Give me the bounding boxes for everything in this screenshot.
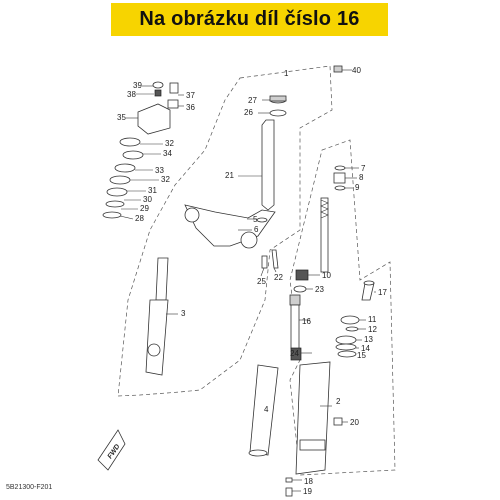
callout-17: 17 <box>378 288 387 297</box>
callout-26: 26 <box>244 108 253 117</box>
callout-37: 37 <box>186 91 195 100</box>
washer-14 <box>335 343 357 351</box>
steering-stem-21 <box>238 119 275 211</box>
callout-7: 7 <box>361 164 366 173</box>
callout-21: 21 <box>225 171 234 180</box>
bolt-5 <box>247 217 268 223</box>
callout-28: 28 <box>135 214 144 223</box>
callout-35: 35 <box>117 113 126 122</box>
callout-30: 30 <box>143 195 152 204</box>
assembly-outline <box>117 65 333 397</box>
callout-14: 14 <box>361 344 370 353</box>
callout-11: 11 <box>368 315 377 324</box>
callout-19: 19 <box>303 487 312 496</box>
callout-24: 24 <box>290 349 299 358</box>
callout-6: 6 <box>254 225 259 234</box>
callout-23: 23 <box>315 285 324 294</box>
under-bracket-6 <box>184 204 276 249</box>
callout-32-upper: 32 <box>165 139 174 148</box>
callout-29: 29 <box>140 204 149 213</box>
handlebar-stack <box>102 81 179 219</box>
callout-34: 34 <box>163 149 172 158</box>
gasket-19 <box>285 487 293 497</box>
callout-3: 3 <box>181 309 186 318</box>
washer-23 <box>293 285 307 293</box>
callout-1: 1 <box>284 69 289 78</box>
o-ring-9 <box>334 185 346 191</box>
spring-10 <box>295 269 309 281</box>
callout-12: 12 <box>368 325 377 334</box>
cap-bolt-8 <box>333 172 346 184</box>
bearing-race-27 <box>262 95 287 104</box>
page-title: Na obrázku díl číslo 16 <box>139 8 360 30</box>
callout-18: 18 <box>304 477 313 486</box>
callout-33: 33 <box>155 166 164 175</box>
callout-40: 40 <box>352 66 361 75</box>
callout-36: 36 <box>186 103 195 112</box>
fork-spring-upper <box>320 197 329 273</box>
bushing-15 <box>337 350 357 358</box>
callout-38: 38 <box>127 90 136 99</box>
fork-tube-3 <box>145 257 178 376</box>
callout-22: 22 <box>274 273 283 282</box>
dust-seal-11 <box>340 315 360 325</box>
callout-5: 5 <box>253 215 258 224</box>
clip-12 <box>345 326 359 332</box>
callout-27: 27 <box>248 96 257 105</box>
pinch-bolt-22 <box>271 249 279 269</box>
fwd-direction-icon: FWD <box>97 429 126 471</box>
drain-bolt-18 <box>285 477 293 483</box>
outer-tube-2 <box>295 361 332 475</box>
bolt-20 <box>333 417 343 426</box>
callout-25: 25 <box>257 277 266 286</box>
callout-4: 4 <box>264 405 269 414</box>
title-banner: Na obrázku díl číslo 16 <box>111 3 388 36</box>
callout-2: 2 <box>336 397 341 406</box>
callout-10: 10 <box>322 271 331 280</box>
callout-16: 16 <box>302 317 311 326</box>
clamp-bolt-25 <box>261 255 268 269</box>
inner-tube-4 <box>248 364 279 457</box>
rebound-spring-24 <box>290 347 312 361</box>
callout-39: 39 <box>133 81 142 90</box>
diagram-code: 5B21300-F201 <box>6 484 53 491</box>
callout-9: 9 <box>355 183 360 192</box>
cap-bolt-7 <box>334 165 346 171</box>
oil-seal-13 <box>335 335 357 345</box>
callout-32-lower: 32 <box>161 175 170 184</box>
bolt-40 <box>333 65 352 73</box>
callout-8: 8 <box>359 173 364 182</box>
oil-lock-piece-17 <box>361 280 375 301</box>
dust-seal-26 <box>258 109 287 117</box>
callout-20: 20 <box>350 418 359 427</box>
callout-13: 13 <box>364 335 373 344</box>
callout-31: 31 <box>148 186 157 195</box>
callout-15: 15 <box>357 351 366 360</box>
